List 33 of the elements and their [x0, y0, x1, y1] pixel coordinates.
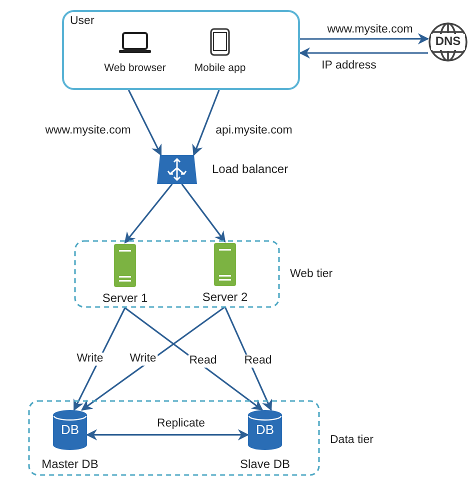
db-label: DB — [254, 423, 276, 438]
edge-label: Replicate — [156, 418, 206, 430]
arrow — [81, 306, 226, 411]
user-group-box — [62, 10, 300, 90]
dns-label: DNS — [434, 35, 462, 49]
tier-label: Web tier — [290, 268, 333, 282]
arrow — [300, 33, 430, 44]
item-label: Mobile app — [194, 62, 246, 74]
edge-label: Write — [128, 352, 158, 366]
item-label: Web browser — [104, 62, 166, 74]
arrow — [224, 306, 272, 412]
component-label: Load balancer — [212, 163, 288, 177]
arrow — [73, 308, 126, 411]
item-label: Server 1 — [102, 292, 148, 306]
edge-label: www.mysite.com — [326, 24, 414, 36]
edge-label: api.mysite.com — [214, 124, 294, 138]
edge-label: Write — [76, 352, 104, 366]
edge-label: Read — [243, 354, 273, 368]
item-label: Server 2 — [202, 291, 248, 305]
edge-label: Read — [188, 354, 218, 368]
group-title: User — [70, 15, 94, 28]
arrow — [124, 307, 264, 411]
arrow — [124, 184, 173, 244]
arrow — [298, 47, 428, 59]
database-label: Slave DB — [238, 458, 292, 472]
arrow — [128, 90, 162, 156]
db-label: DB — [60, 423, 80, 438]
arrow — [86, 429, 250, 440]
arrow — [181, 184, 226, 243]
database-label: Master DB — [40, 458, 100, 472]
arrow — [192, 90, 220, 156]
edge-label: www.mysite.com — [44, 124, 132, 138]
tier-label: Data tier — [330, 434, 374, 448]
